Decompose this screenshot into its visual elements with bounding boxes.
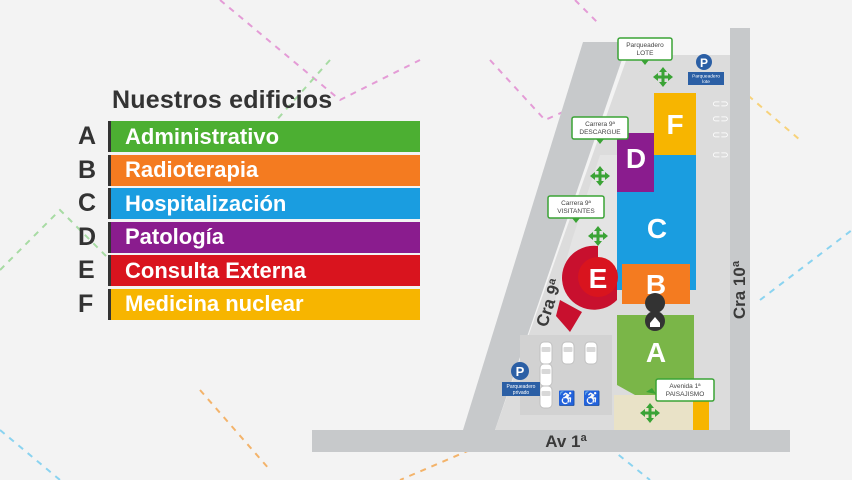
parking-cars: ♿ ♿	[539, 341, 601, 409]
building-f-label: F	[666, 109, 683, 140]
svg-text:VISITANTES: VISITANTES	[557, 208, 595, 215]
svg-text:Parqueadero: Parqueadero	[507, 384, 536, 390]
car-icons-lote: ⊂⊃ ⊂⊃ ⊂⊃ ⊂⊃	[712, 99, 729, 161]
building-f	[654, 93, 696, 155]
svg-text:DESCARGUE: DESCARGUE	[579, 129, 621, 136]
svg-text:Avenida 1ª: Avenida 1ª	[669, 383, 701, 390]
svg-text:Carrera 9ª: Carrera 9ª	[561, 200, 591, 207]
svg-text:⊂⊃: ⊂⊃	[712, 114, 729, 125]
accessible-parking-icon: ♿	[583, 390, 600, 407]
accessible-parking-icon: ♿	[558, 390, 575, 407]
buildings-legend: A Administrativo B Radioterapia C Hospit…	[78, 120, 420, 321]
legend-letter: C	[78, 189, 97, 218]
svg-text:Carrera 9ª: Carrera 9ª	[585, 121, 615, 128]
road-av-1	[312, 430, 790, 452]
building-c	[617, 155, 696, 290]
building-a	[617, 315, 694, 395]
legend-bar-consulta-externa: Consulta Externa	[108, 255, 420, 287]
street-label-cra-10: Cra 10ª	[730, 260, 749, 319]
parking-sign-lote: P Parqueadero lote	[688, 54, 724, 85]
svg-text:Parqueadero: Parqueadero	[692, 74, 720, 80]
parking-icon	[696, 54, 712, 70]
svg-text:P: P	[516, 364, 525, 379]
svg-text:⊂⊃: ⊂⊃	[712, 99, 729, 110]
svg-text:PAISAJISMO: PAISAJISMO	[666, 391, 705, 398]
legend-row-e: E Consulta Externa	[78, 254, 420, 288]
parking-sign-privado: P Parqueadero privado	[502, 362, 540, 396]
building-c-label: C	[647, 213, 667, 244]
building-d-label: D	[626, 143, 646, 174]
legend-bar-radioterapia: Radioterapia	[108, 154, 420, 186]
legend-letter: A	[78, 122, 97, 151]
legend-letter: B	[78, 155, 97, 184]
legend-row-f: F Medicina nuclear	[78, 288, 420, 322]
legend-title: Nuestros edificios	[112, 86, 333, 114]
main-entrance-icon	[645, 293, 666, 331]
building-e-label: E	[589, 263, 608, 294]
legend-letter: F	[78, 289, 94, 318]
buildings: F D C B A E	[556, 93, 696, 395]
legend-row-b: B Radioterapia	[78, 154, 420, 188]
legend-row-d: D Patología	[78, 221, 420, 255]
svg-text:⊂⊃: ⊂⊃	[712, 130, 729, 141]
sign-carrera9-descargue: Carrera 9ª DESCARGUE	[571, 116, 629, 144]
building-a-label: A	[646, 337, 666, 368]
sign-carrera9-visitantes: Carrera 9ª VISITANTES	[547, 195, 605, 223]
building-d	[617, 133, 654, 192]
parking-icon	[511, 362, 529, 380]
road-cra-10	[730, 28, 750, 433]
svg-text:lote: lote	[702, 79, 710, 85]
svg-text:privado: privado	[513, 390, 530, 396]
legend-bar-hospitalizacion: Hospitalización	[108, 188, 420, 220]
legend-bar-patologia: Patología	[108, 221, 420, 253]
building-b-label: B	[646, 269, 666, 300]
building-e: E	[556, 245, 618, 332]
legend-bar-medicina-nuclear: Medicina nuclear	[108, 288, 420, 320]
svg-text:P: P	[700, 56, 708, 70]
legend-row-a: A Administrativo	[78, 120, 420, 154]
svg-text:Parqueadero: Parqueadero	[626, 42, 664, 49]
legend-row-c: C Hospitalización	[78, 187, 420, 221]
legend-letter: D	[78, 222, 97, 251]
sign-avenida1-paisajismo: Avenida 1ª PAISAJISMO	[646, 378, 715, 402]
street-label-av-1: Av 1ª	[545, 432, 587, 451]
legend-bar-administrativo: Administrativo	[108, 121, 420, 153]
legend-letter: E	[78, 256, 95, 285]
svg-text:⊂⊃: ⊂⊃	[712, 150, 729, 161]
sign-parqueadero-lote: Parqueadero LOTE	[617, 37, 673, 65]
svg-text:LOTE: LOTE	[637, 50, 655, 57]
